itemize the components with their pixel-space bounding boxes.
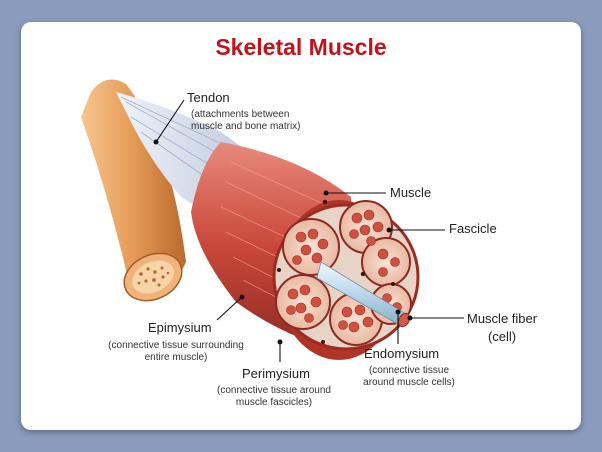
muscle-illustration: [81, 79, 464, 362]
tendon-note: (attachments between muscle and bone mat…: [191, 109, 301, 133]
epimysium-note-line-1: (connective tissue surrounding: [108, 340, 244, 351]
epimysium-note: (connective tissue surrounding entire mu…: [91, 340, 261, 364]
muscle-fiber-shape: [316, 261, 411, 328]
slide: Skeletal Muscle: [21, 22, 581, 430]
endomysium-note-line-1: (connective tissue: [368, 365, 450, 376]
epimysium-note-line-2: entire muscle): [144, 352, 208, 363]
perimysium-note-line-2: muscle fascicles): [235, 397, 313, 408]
perimysium-label: Perimysium: [242, 366, 310, 381]
epimysium-label: Epimysium: [148, 320, 212, 335]
fascicle-label: Fascicle: [449, 221, 497, 236]
tendon-note-line-2: muscle and bone matrix): [191, 121, 301, 132]
tendon-note-line-1: (attachments between: [191, 109, 290, 120]
bone-shape: [81, 79, 186, 302]
diagram-title: Skeletal Muscle: [215, 34, 387, 60]
epimysium-leader-line: [216, 296, 243, 321]
perimysium-note-line-1: (connective tissue around: [217, 385, 331, 396]
endomysium-label: Endomysium: [364, 346, 440, 361]
endomysium-note: (connective tissue around muscle cells): [353, 365, 465, 389]
muscle-fiber-label-line-1: Muscle fiber: [467, 311, 538, 326]
muscle-fiber-label-line-2: (cell): [487, 329, 517, 344]
muscle-fiber-label: Muscle fiber (cell): [467, 310, 537, 346]
endomysium-note-line-2: around muscle cells): [363, 377, 455, 388]
perimysium-note: (connective tissue around muscle fascicl…: [204, 385, 344, 409]
muscle-label: Muscle: [390, 185, 432, 200]
tendon-label: Tendon: [187, 90, 230, 105]
tendon-leader-line: [155, 99, 185, 143]
